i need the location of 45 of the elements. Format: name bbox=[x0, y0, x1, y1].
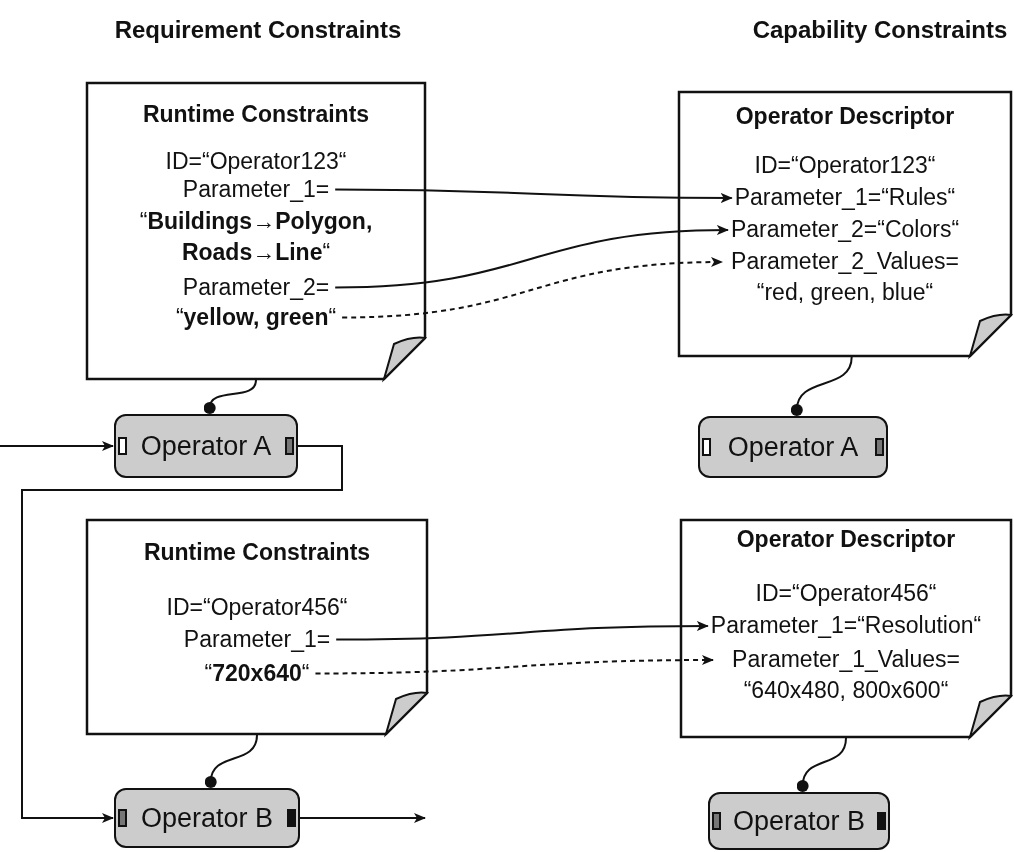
parameter-text: “720x640“ bbox=[204, 658, 310, 689]
connector bbox=[0, 441, 114, 451]
column-heading: Capability Constraints bbox=[752, 16, 1008, 44]
document-title: Runtime Constraints bbox=[142, 100, 370, 129]
document-title: Operator Descriptor bbox=[736, 525, 956, 554]
constraint-text: ID=“Operator456“ bbox=[166, 593, 348, 622]
connector bbox=[334, 225, 729, 289]
connector bbox=[796, 737, 847, 792]
constraint-text: ID=“Operator123“ bbox=[754, 151, 936, 180]
parameter-text: Parameter_1_Values= “640x480, 800x600“ bbox=[716, 644, 976, 706]
operator-label: Operator A bbox=[727, 431, 859, 463]
operator-box bbox=[114, 788, 300, 848]
document-title: Operator Descriptor bbox=[735, 102, 955, 131]
constraint-text: ID=“Operator456“ bbox=[755, 579, 937, 608]
parameter-text: Parameter_1=“Rules“ bbox=[734, 182, 956, 213]
parameter-text: Parameter_2_Values= “red, green, blue“ bbox=[725, 246, 965, 308]
connector bbox=[790, 356, 853, 416]
operator-label: Operator B bbox=[732, 805, 866, 837]
parameter-text: Parameter_1= bbox=[182, 174, 330, 205]
connector bbox=[203, 379, 257, 414]
parameter-text: Parameter_2=“Colors“ bbox=[730, 214, 960, 245]
constraint-text: ID=“Operator123“ bbox=[165, 147, 347, 176]
connector bbox=[334, 188, 733, 203]
parameter-text: “yellow, green“ bbox=[175, 302, 337, 333]
document-box bbox=[86, 519, 428, 735]
document-box bbox=[680, 519, 1012, 738]
operator-label: Operator B bbox=[140, 802, 274, 834]
dashed-arrow bbox=[314, 655, 714, 675]
parameter-text: Parameter_1= bbox=[183, 624, 331, 655]
dashed-arrow bbox=[341, 257, 723, 319]
operator-box bbox=[114, 414, 298, 478]
constraint-text: “Buildings→Polygon, Roads→Line“ bbox=[138, 207, 374, 267]
document-title: Runtime Constraints bbox=[143, 538, 371, 567]
parameter-text: Parameter_1=“Resolution“ bbox=[710, 610, 982, 641]
column-heading: Requirement Constraints bbox=[114, 16, 402, 44]
parameter-text: Parameter_2= bbox=[182, 272, 330, 303]
connector bbox=[335, 621, 709, 641]
document-box bbox=[86, 82, 426, 380]
connector bbox=[204, 734, 258, 788]
document-box bbox=[678, 91, 1012, 357]
connector bbox=[299, 813, 426, 823]
operator-label: Operator A bbox=[140, 430, 272, 462]
connector bbox=[21, 445, 343, 823]
operator-box bbox=[708, 792, 890, 850]
operator-box bbox=[698, 416, 888, 478]
